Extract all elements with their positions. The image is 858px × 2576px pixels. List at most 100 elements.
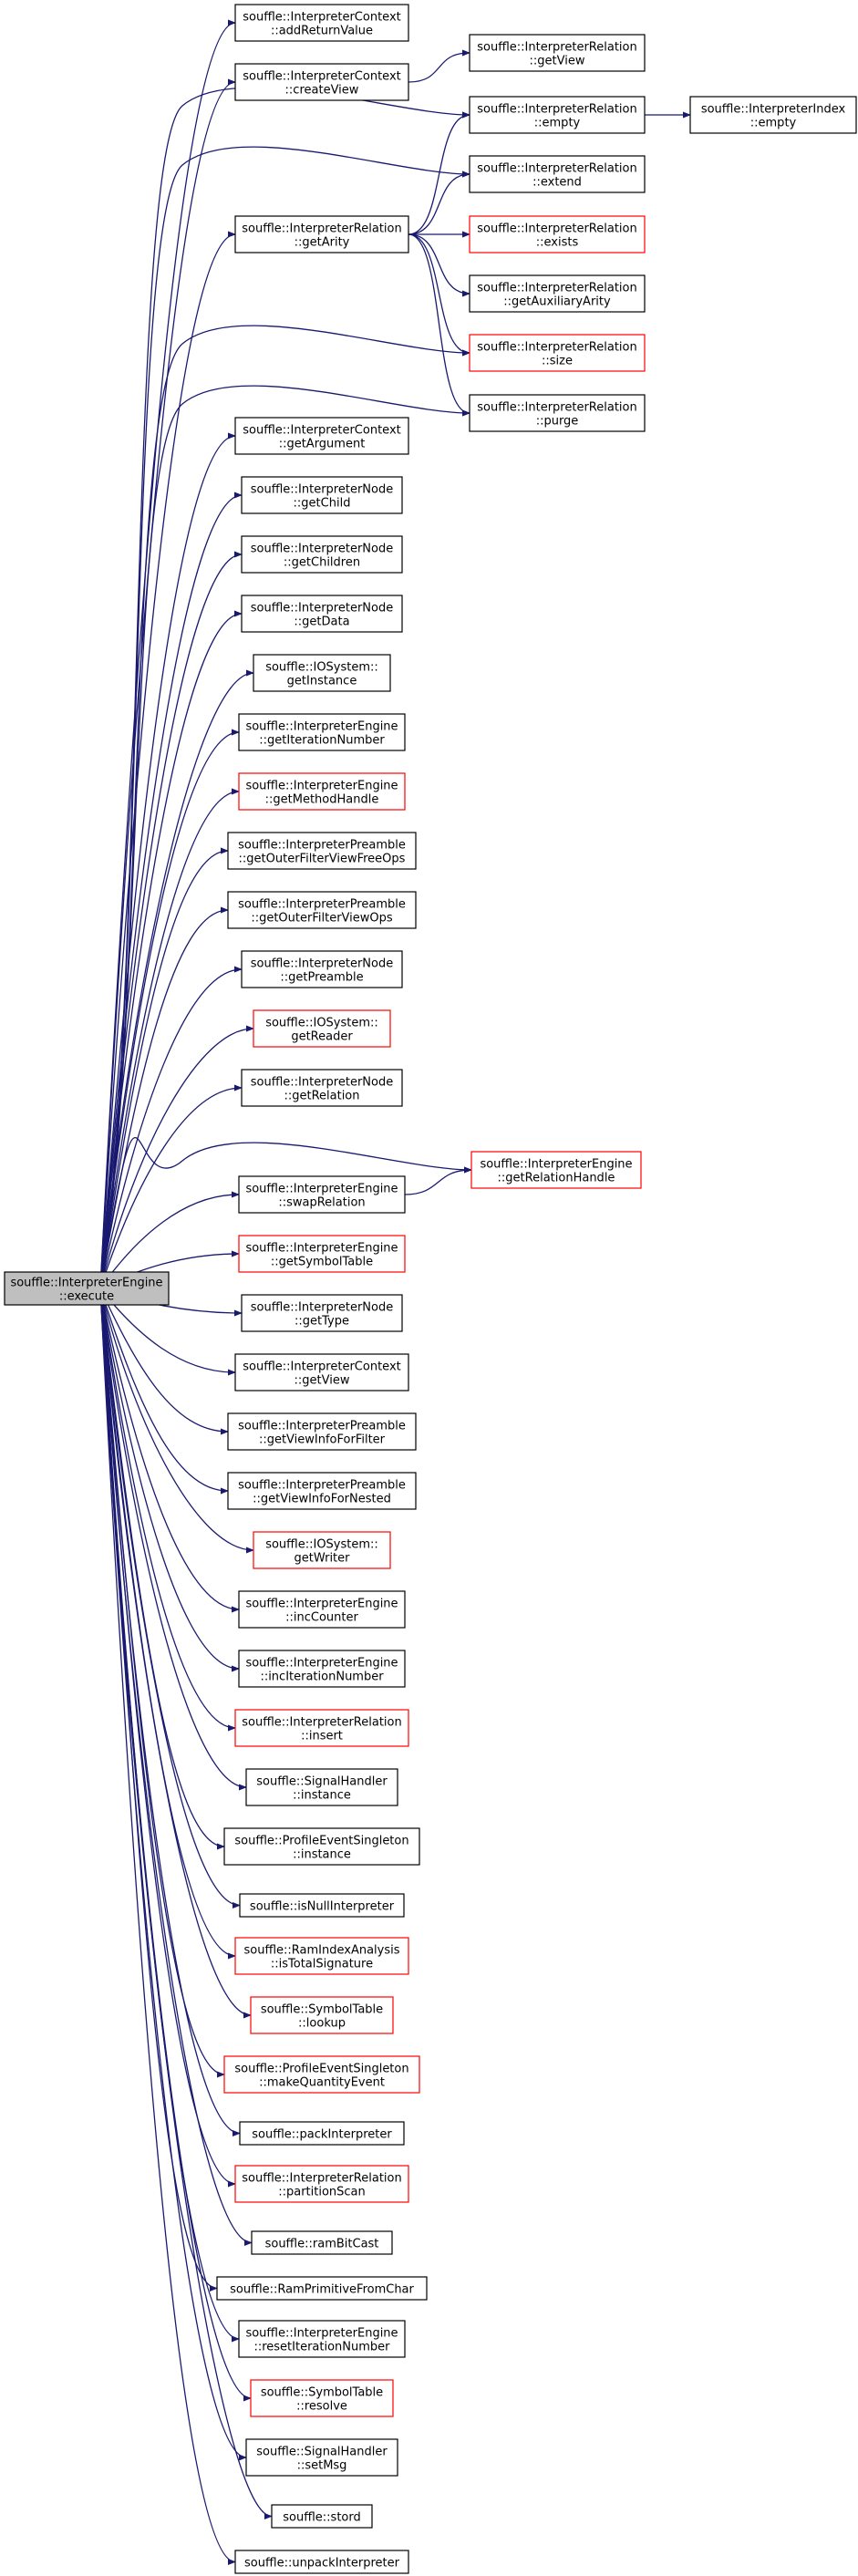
node-label-line: souffle::InterpreterRelation [477, 41, 636, 55]
edge-line [404, 1166, 472, 1195]
node-getChildren[interactable]: souffle::InterpreterNode::getChildren [241, 535, 403, 574]
node-getData[interactable]: souffle::InterpreterNode::getData [241, 595, 403, 633]
edge-line [99, 1084, 243, 1289]
node-label-line: souffle::stord [283, 2511, 360, 2525]
edge-line [99, 1288, 273, 2520]
node-resolve[interactable]: souffle::SymbolTable::resolve [250, 2379, 394, 2417]
node-ramBitCast[interactable]: souffle::ramBitCast [251, 2230, 393, 2255]
edge-line [99, 19, 236, 1289]
node-isNullInterpreter[interactable]: souffle::isNullInterpreter [239, 1893, 405, 1918]
node-label-line: ::getRelationHandle [498, 1172, 615, 1185]
edge-line [99, 1288, 247, 1791]
node-getReader[interactable]: souffle::IOSystem::getReader [253, 1009, 391, 1048]
edge-line [99, 1288, 236, 1732]
node-extend[interactable]: souffle::InterpreterRelation::extend [469, 155, 646, 193]
node-box [234, 1353, 409, 1391]
node-getView_ctx[interactable]: souffle::InterpreterContext::getView [234, 1353, 409, 1391]
node-packInterpreter[interactable]: souffle::packInterpreter [239, 2121, 405, 2146]
node-exists[interactable]: souffle::InterpreterRelation::exists [469, 215, 646, 253]
node-label-line: souffle::InterpreterNode [251, 483, 393, 497]
node-box [253, 1531, 391, 1569]
node-label-line: souffle::IOSystem:: [265, 1538, 378, 1552]
edge-execute-to-getViewInfoForFilter [99, 1288, 229, 1435]
node-getChild[interactable]: souffle::InterpreterNode::getChild [241, 476, 403, 514]
node-label-line: ::getSymbolTable [271, 1256, 373, 1269]
edge-line [99, 1288, 236, 2566]
node-getRelation[interactable]: souffle::InterpreterNode::getRelation [241, 1069, 403, 1107]
node-getSymbolTable[interactable]: souffle::InterpreterEngine::getSymbolTab… [238, 1235, 406, 1273]
node-label-line: ::getChildren [284, 556, 360, 570]
node-box [241, 1069, 403, 1107]
node-purge[interactable]: souffle::InterpreterRelation::purge [469, 394, 646, 432]
node-label-line: ::extend [532, 176, 582, 190]
edge-execute-to-purge [99, 385, 470, 1289]
node-getIterationNumber[interactable]: souffle::InterpreterEngine::getIteration… [238, 713, 406, 751]
edge-line [99, 1025, 254, 1289]
node-getInstance[interactable]: souffle::IOSystem::getInstance [253, 654, 391, 692]
node-label-line: souffle::InterpreterRelation [242, 222, 401, 236]
node-partitionScan[interactable]: souffle::InterpreterRelation::partitionS… [234, 2165, 409, 2203]
node-incCounter[interactable]: souffle::InterpreterEngine::incCounter [238, 1590, 406, 1629]
node-label-line: ::instance [293, 1848, 351, 1862]
node-makeQuantityEvent[interactable]: souffle::ProfileEventSingleton::makeQuan… [223, 2055, 420, 2094]
node-empty_idx[interactable]: souffle::InterpreterIndex::empty [689, 96, 857, 134]
node-box [469, 394, 646, 432]
node-label-line: souffle::InterpreterEngine [245, 1242, 398, 1256]
node-lookup[interactable]: souffle::SymbolTable::lookup [250, 1996, 394, 2034]
node-sh_instance[interactable]: souffle::SignalHandler::instance [245, 1768, 398, 1806]
node-getOuterFilterViewFreeOps[interactable]: souffle::InterpreterPreamble::getOuterFi… [227, 832, 417, 870]
node-insert[interactable]: souffle::InterpreterRelation::insert [234, 1709, 409, 1747]
node-incIterationNumber[interactable]: souffle::InterpreterEngine::incIteration… [238, 1650, 406, 1688]
node-getAuxiliaryArity[interactable]: souffle::InterpreterRelation::getAuxilia… [469, 274, 646, 313]
node-getOuterFilterViewOps[interactable]: souffle::InterpreterPreamble::getOuterFi… [227, 891, 417, 929]
node-box [227, 832, 417, 870]
node-getWriter[interactable]: souffle::IOSystem::getWriter [253, 1531, 391, 1569]
node-label-line: ::incCounter [285, 1611, 358, 1625]
edge-execute-to-incIterationNumber [99, 1288, 240, 1672]
node-getRelationHandle[interactable]: souffle::InterpreterEngine::getRelationH… [470, 1151, 642, 1189]
node-addReturnValue[interactable]: souffle::InterpreterContext::addReturnVa… [234, 4, 409, 42]
node-createView[interactable]: souffle::InterpreterContext::createView [234, 63, 409, 101]
node-execute[interactable]: souffle::InterpreterEngine::execute [4, 1271, 170, 1306]
node-getArgument[interactable]: souffle::InterpreterContext::getArgument [234, 417, 409, 455]
node-getArity[interactable]: souffle::InterpreterRelation::getArity [234, 215, 409, 253]
node-label-line: souffle::InterpreterIndex [701, 103, 846, 117]
node-pe_instance[interactable]: souffle::ProfileEventSingleton::instance [223, 1827, 420, 1866]
node-box [470, 1151, 642, 1189]
edge-getArity-to-empty_rel [408, 111, 470, 235]
edge-getArity-to-extend [408, 171, 470, 235]
node-label-line: ::getArgument [279, 438, 366, 451]
node-getViewInfoForFilter[interactable]: souffle::InterpreterPreamble::getViewInf… [227, 1412, 417, 1451]
edge-line [408, 233, 470, 417]
node-label-line: souffle::InterpreterEngine [245, 720, 398, 734]
node-label-line: souffle::ramBitCast [265, 2238, 379, 2251]
node-label-line: ::getIterationNumber [259, 734, 385, 748]
node-getView_rel[interactable]: souffle::InterpreterRelation::getView [469, 34, 646, 72]
node-unpackInterpreter[interactable]: souffle::unpackInterpreter [234, 2550, 409, 2574]
node-RamPrimitiveFromChar[interactable]: souffle::RamPrimitiveFromChar [216, 2276, 428, 2301]
node-label-line: ::resetIterationNumber [253, 2341, 390, 2354]
node-label-line: souffle::InterpreterEngine [480, 1158, 632, 1172]
node-box [245, 2438, 398, 2477]
edge-execute-to-getIterationNumber [99, 729, 240, 1289]
node-setMsg[interactable]: souffle::SignalHandler::setMsg [245, 2438, 398, 2477]
node-label-line: ::addReturnValue [271, 25, 373, 38]
node-size[interactable]: souffle::InterpreterRelation::size [469, 334, 646, 372]
node-isTotalSignature[interactable]: souffle::RamIndexAnalysis::isTotalSignat… [234, 1937, 409, 1975]
node-box [238, 713, 406, 751]
node-label-line: souffle::ProfileEventSingleton [234, 1835, 408, 1848]
node-resetIterationNumber[interactable]: souffle::InterpreterEngine::resetIterati… [238, 2320, 406, 2358]
node-box [234, 4, 409, 42]
node-getMethodHandle[interactable]: souffle::InterpreterEngine::getMethodHan… [238, 772, 406, 811]
node-getPreamble[interactable]: souffle::InterpreterNode::getPreamble [241, 950, 403, 988]
node-getType[interactable]: souffle::InterpreterNode::getType [241, 1294, 403, 1332]
edge-line [408, 171, 470, 235]
node-empty_rel[interactable]: souffle::InterpreterRelation::empty [469, 96, 646, 134]
node-getViewInfoForNested[interactable]: souffle::InterpreterPreamble::getViewInf… [227, 1472, 417, 1510]
node-stord[interactable]: souffle::stord [271, 2504, 373, 2529]
edge-line [99, 847, 229, 1289]
node-label-line: souffle::InterpreterEngine [10, 1277, 162, 1290]
node-label-line: souffle::InterpreterPreamble [238, 898, 406, 912]
node-swapRelation[interactable]: souffle::InterpreterEngine::swapRelation [238, 1175, 406, 1214]
node-box [234, 63, 409, 101]
